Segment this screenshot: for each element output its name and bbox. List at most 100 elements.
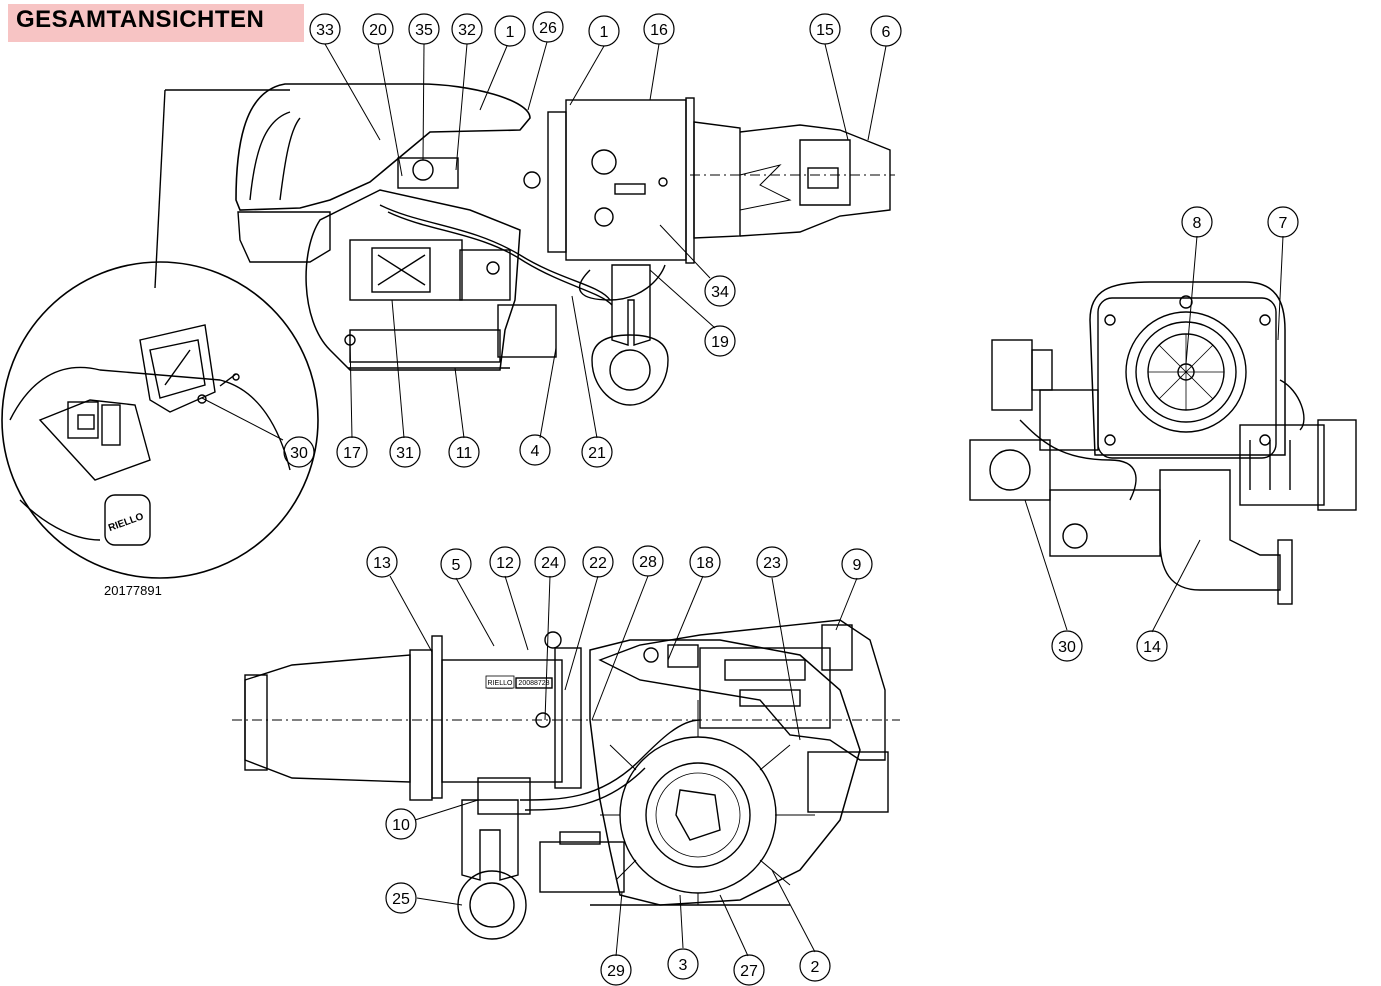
callout-3: 3 <box>667 948 699 980</box>
svg-text:23: 23 <box>763 555 781 572</box>
fan-housing-bottom <box>589 639 861 906</box>
callout-31: 30 <box>1051 630 1083 662</box>
callout-9: 9 <box>841 548 873 580</box>
callout-26: 27 <box>733 954 765 986</box>
callout-4: 4 <box>519 434 551 466</box>
hood-cover <box>235 83 531 211</box>
svg-text:26: 26 <box>539 20 557 37</box>
svg-text:27: 27 <box>740 963 758 980</box>
callout-18: 18 <box>689 546 721 578</box>
svg-text:24: 24 <box>541 555 559 572</box>
callout-27: 26 <box>532 11 564 43</box>
svg-text:15: 15 <box>816 22 834 39</box>
brand-badge <box>104 494 151 546</box>
svg-text:28: 28 <box>639 554 657 571</box>
pressure-gauge-36 <box>412 159 434 181</box>
svg-text:12: 12 <box>496 555 514 572</box>
control-display <box>67 401 99 439</box>
callout-1a: 1 <box>494 15 526 47</box>
motor-block <box>349 239 463 301</box>
svg-text:9: 9 <box>853 557 862 574</box>
svg-text:32: 32 <box>458 22 476 39</box>
callout-25: 25 <box>385 882 417 914</box>
svg-text:17: 17 <box>343 445 361 462</box>
svg-text:21: 21 <box>588 445 606 462</box>
callout-36: 35 <box>408 13 440 45</box>
front-gas-outlet <box>1159 469 1281 591</box>
svg-text:10: 10 <box>392 817 410 834</box>
svg-text:19: 19 <box>711 334 729 351</box>
callout-28: 28 <box>632 545 664 577</box>
callout-5: 5 <box>440 548 472 580</box>
pressure-gauge-lower <box>594 207 614 227</box>
blast-tube <box>693 121 741 239</box>
nameplate-brand: RIELLO <box>488 680 513 687</box>
svg-text:8: 8 <box>1193 215 1202 232</box>
gas-flange-bottom <box>457 870 527 940</box>
callout-30: 30 <box>283 436 315 468</box>
callout-12: 12 <box>489 546 521 578</box>
flange-plate <box>547 111 567 253</box>
svg-text:22: 22 <box>589 555 607 572</box>
callout-32: 31 <box>389 436 421 468</box>
callout-bubbles: 33 20 35 32 1 26 1 16 15 6 34 19 30 17 3… <box>283 11 1299 986</box>
blast-tube-bottom <box>244 654 411 783</box>
gas-pipe-bottom <box>461 799 519 881</box>
callout-11: 11 <box>448 436 480 468</box>
svg-text:4: 4 <box>531 443 540 460</box>
callout-13: 13 <box>366 546 398 578</box>
svg-text:35: 35 <box>415 22 433 39</box>
callout-14: 14 <box>1136 630 1168 662</box>
callout-10: 10 <box>385 808 417 840</box>
svg-text:13: 13 <box>373 555 391 572</box>
oil-pump <box>497 304 557 358</box>
bottom-side-view <box>232 619 900 940</box>
fan-wheel <box>619 736 777 894</box>
badge-text: RIELLO <box>107 511 145 534</box>
svg-text:33: 33 <box>316 22 334 39</box>
callout-34: 33 <box>309 13 341 45</box>
page-title: GESAMTANSICHTEN <box>16 6 265 33</box>
front-hood <box>1089 281 1286 456</box>
callout-21: 20 <box>362 13 394 45</box>
svg-text:14: 14 <box>1143 639 1161 656</box>
callout-6: 6 <box>870 15 902 47</box>
front-motor <box>1239 424 1325 506</box>
front-fan-outer <box>1125 311 1247 433</box>
callout-15: 15 <box>809 13 841 45</box>
svg-text:18: 18 <box>696 555 714 572</box>
svg-text:34: 34 <box>711 284 729 301</box>
callout-17: 17 <box>336 436 368 468</box>
callout-19: 19 <box>704 325 736 357</box>
top-side-view <box>235 83 895 406</box>
detail-magnifier <box>1 89 319 579</box>
svg-text:29: 29 <box>607 963 625 980</box>
nameplate-code: 20088728 <box>518 680 549 687</box>
front-pump <box>969 439 1051 501</box>
front-view <box>969 281 1357 605</box>
callout-35: 34 <box>704 275 736 307</box>
svg-text:16: 16 <box>650 22 668 39</box>
callout-23: 23 <box>756 546 788 578</box>
svg-text:3: 3 <box>679 957 688 974</box>
callout-22: 22 <box>582 546 614 578</box>
document-number: 20177891 <box>104 583 162 598</box>
callout-20: 21 <box>581 436 613 468</box>
callout-29: 29 <box>600 954 632 986</box>
detail-circle <box>1 261 319 579</box>
callout-2: 2 <box>799 950 831 982</box>
callout-16: 16 <box>643 13 675 45</box>
svg-text:25: 25 <box>392 891 410 908</box>
svg-text:1: 1 <box>600 24 609 41</box>
svg-text:20: 20 <box>369 22 387 39</box>
callout-33: 32 <box>451 13 483 45</box>
svg-text:1: 1 <box>506 24 515 41</box>
callout-1b: 1 <box>588 15 620 47</box>
motor-bottom <box>539 841 625 893</box>
svg-text:31: 31 <box>396 445 414 462</box>
svg-text:7: 7 <box>1279 215 1288 232</box>
svg-text:2: 2 <box>811 959 820 976</box>
hood-cover-bottom <box>598 619 886 761</box>
title-banner <box>8 4 304 42</box>
